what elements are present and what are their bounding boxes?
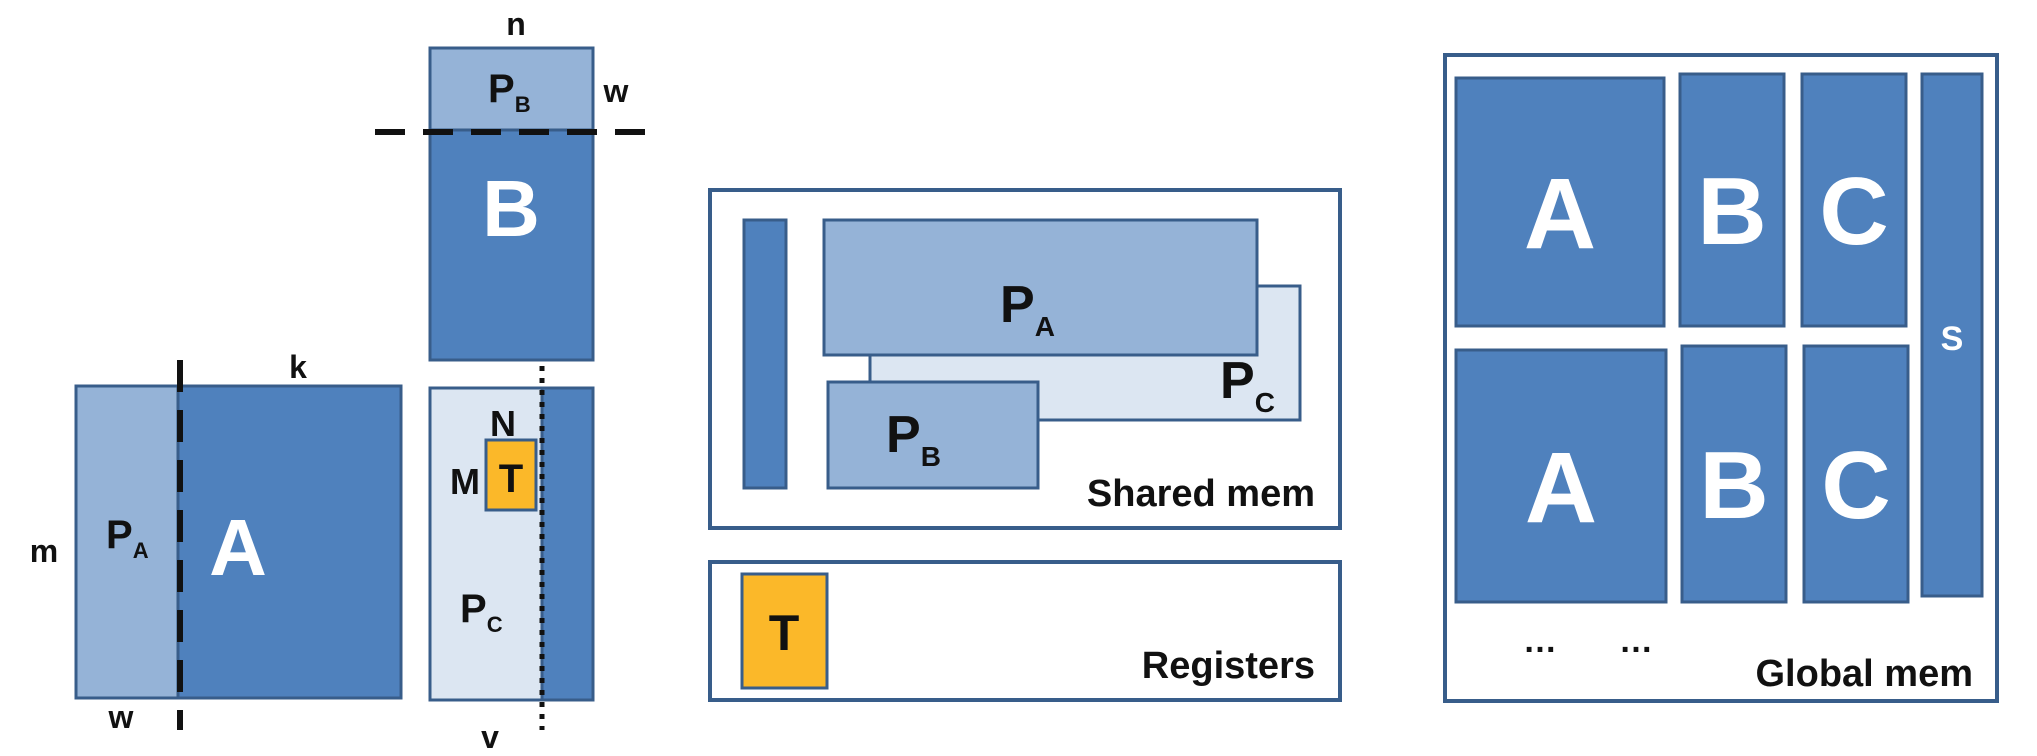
dim-v-label: v: [481, 719, 499, 755]
global-b-block-2: [1680, 344, 1788, 604]
a-matrix: PA A: [74, 360, 403, 730]
b-matrix-label: B: [482, 164, 540, 253]
global-c-label-1: C: [1819, 158, 1888, 265]
global-c-block-1: [1800, 72, 1908, 328]
global-b-block-1: [1678, 72, 1786, 328]
dim-n-label: n: [506, 6, 526, 42]
dim-w-top-label: w: [603, 73, 629, 109]
global-a-block-1: [1454, 76, 1666, 328]
c-column-strip: [540, 386, 595, 702]
global-s-strip: [1920, 72, 1984, 598]
a-panel-label: PA: [106, 513, 149, 563]
a-matrix-label: A: [209, 503, 267, 592]
c-tile-label: T: [499, 457, 523, 501]
c-tile-t: [484, 438, 538, 512]
register-tile-t: [740, 572, 829, 690]
shared-pa-block: [822, 218, 1259, 357]
global-c-label-2: C: [1821, 432, 1890, 539]
matrix-tiling-view: PB B n w PA A k m w PC T N M v: [30, 6, 660, 755]
shared-pb-label: PB: [886, 406, 941, 472]
shared-memory-box: PC PA PB Shared mem: [708, 188, 1342, 530]
register-tile-label: T: [769, 605, 800, 661]
global-c-block-2: [1802, 344, 1910, 604]
c-panel-label: PC: [460, 587, 503, 637]
b-matrix: PB B: [375, 46, 660, 362]
registers-box: T Registers: [708, 560, 1342, 702]
c-matrix: PC T: [428, 366, 595, 730]
a-panel: [74, 384, 180, 700]
global-s-label: S: [1941, 320, 1964, 358]
dim-k-label: k: [289, 349, 307, 385]
b-matrix-body: [428, 128, 595, 362]
b-panel: [428, 46, 595, 132]
dim-N-label: N: [490, 403, 516, 444]
dim-w-bottom-label: w: [108, 699, 134, 735]
global-memory-title: Global mem: [1756, 653, 1974, 695]
global-ellipsis-1: …: [1523, 622, 1557, 660]
b-panel-label: PB: [488, 67, 531, 117]
global-ellipsis-2: …: [1619, 622, 1653, 660]
shared-pa-label: PA: [1000, 276, 1055, 342]
registers-title: Registers: [1142, 645, 1315, 687]
global-a-label-2: A: [1525, 432, 1597, 544]
global-memory-box: A B C A B C S … … Global mem: [1443, 53, 1999, 703]
dim-m-label: m: [30, 533, 58, 569]
shared-pb-block: [826, 380, 1040, 490]
global-b-label-1: B: [1697, 158, 1766, 265]
shared-memory-title: Shared mem: [1087, 473, 1315, 515]
global-b-label-2: B: [1699, 432, 1768, 539]
shared-pc-label: PC: [1220, 352, 1275, 418]
dim-M-label: M: [450, 461, 480, 502]
global-a-label-1: A: [1524, 158, 1596, 270]
shared-thin-strip: [742, 218, 788, 490]
global-a-block-2: [1454, 348, 1668, 604]
